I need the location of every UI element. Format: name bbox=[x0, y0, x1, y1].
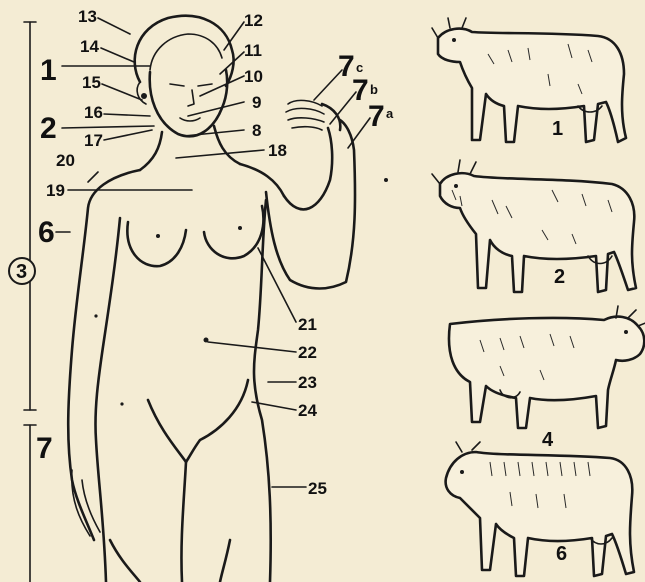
human-labels: 13 14 1 15 16 2 17 20 19 6 3 7 12 11 10 … bbox=[16, 7, 394, 498]
label-11: 11 bbox=[244, 41, 262, 60]
label-8: 8 bbox=[252, 121, 261, 140]
cow-1 bbox=[432, 18, 626, 142]
breast-right bbox=[204, 206, 263, 258]
human-figure bbox=[68, 16, 388, 582]
label-7: 7 bbox=[36, 432, 53, 465]
label-3: 3 bbox=[16, 261, 27, 283]
mouth bbox=[180, 118, 200, 121]
label-14: 14 bbox=[80, 37, 99, 56]
inner-leg bbox=[181, 462, 186, 582]
label-21: 21 bbox=[298, 315, 317, 334]
cow-label-2: 2 bbox=[554, 266, 565, 288]
label-7a: 7 bbox=[368, 100, 385, 133]
left-arm-outline bbox=[68, 170, 140, 540]
label-2: 2 bbox=[40, 112, 57, 145]
neck-left bbox=[140, 132, 162, 170]
label-24: 24 bbox=[298, 401, 317, 420]
torso-left bbox=[95, 218, 120, 582]
hairline bbox=[150, 34, 222, 70]
label-20: 20 bbox=[56, 151, 75, 170]
height-scale bbox=[9, 22, 36, 582]
label-9: 9 bbox=[252, 93, 261, 112]
face-outline bbox=[150, 70, 227, 136]
cow-label-1: 1 bbox=[552, 118, 563, 140]
eye-right bbox=[198, 84, 212, 86]
label-13: 13 bbox=[78, 7, 97, 26]
label-6: 6 bbox=[38, 216, 55, 249]
label-1: 1 bbox=[40, 54, 57, 87]
label-16: 16 bbox=[84, 103, 103, 122]
eye-left bbox=[170, 84, 184, 86]
nose bbox=[188, 90, 194, 106]
label-7b: 7 bbox=[352, 74, 369, 107]
cow-2 bbox=[432, 160, 636, 292]
hand-finger-3 bbox=[288, 118, 324, 122]
label-7c-sup: c bbox=[356, 60, 363, 75]
breast-left bbox=[127, 222, 186, 266]
label-18: 18 bbox=[268, 141, 287, 160]
label-7b-sup: b bbox=[370, 82, 378, 97]
hand-finger-4 bbox=[292, 127, 322, 130]
label-12: 12 bbox=[244, 11, 263, 30]
right-shoulder bbox=[240, 164, 284, 196]
hand-finger-1 bbox=[288, 100, 322, 106]
leader-lines bbox=[56, 18, 370, 487]
label-22: 22 bbox=[298, 343, 317, 362]
cow-label-4: 4 bbox=[542, 429, 554, 451]
cow-4 bbox=[449, 306, 645, 428]
cow-label-6: 6 bbox=[556, 543, 567, 565]
label-25: 25 bbox=[308, 479, 327, 498]
hand-finger-2 bbox=[286, 108, 324, 114]
groin-right bbox=[186, 380, 248, 462]
label-19: 19 bbox=[46, 181, 65, 200]
label-10: 10 bbox=[244, 67, 263, 86]
cow-6 bbox=[446, 442, 634, 576]
label-15: 15 bbox=[82, 73, 101, 92]
label-7a-sup: a bbox=[386, 106, 394, 121]
label-23: 23 bbox=[298, 373, 317, 392]
groin-left bbox=[148, 400, 186, 462]
label-17: 17 bbox=[84, 131, 103, 150]
